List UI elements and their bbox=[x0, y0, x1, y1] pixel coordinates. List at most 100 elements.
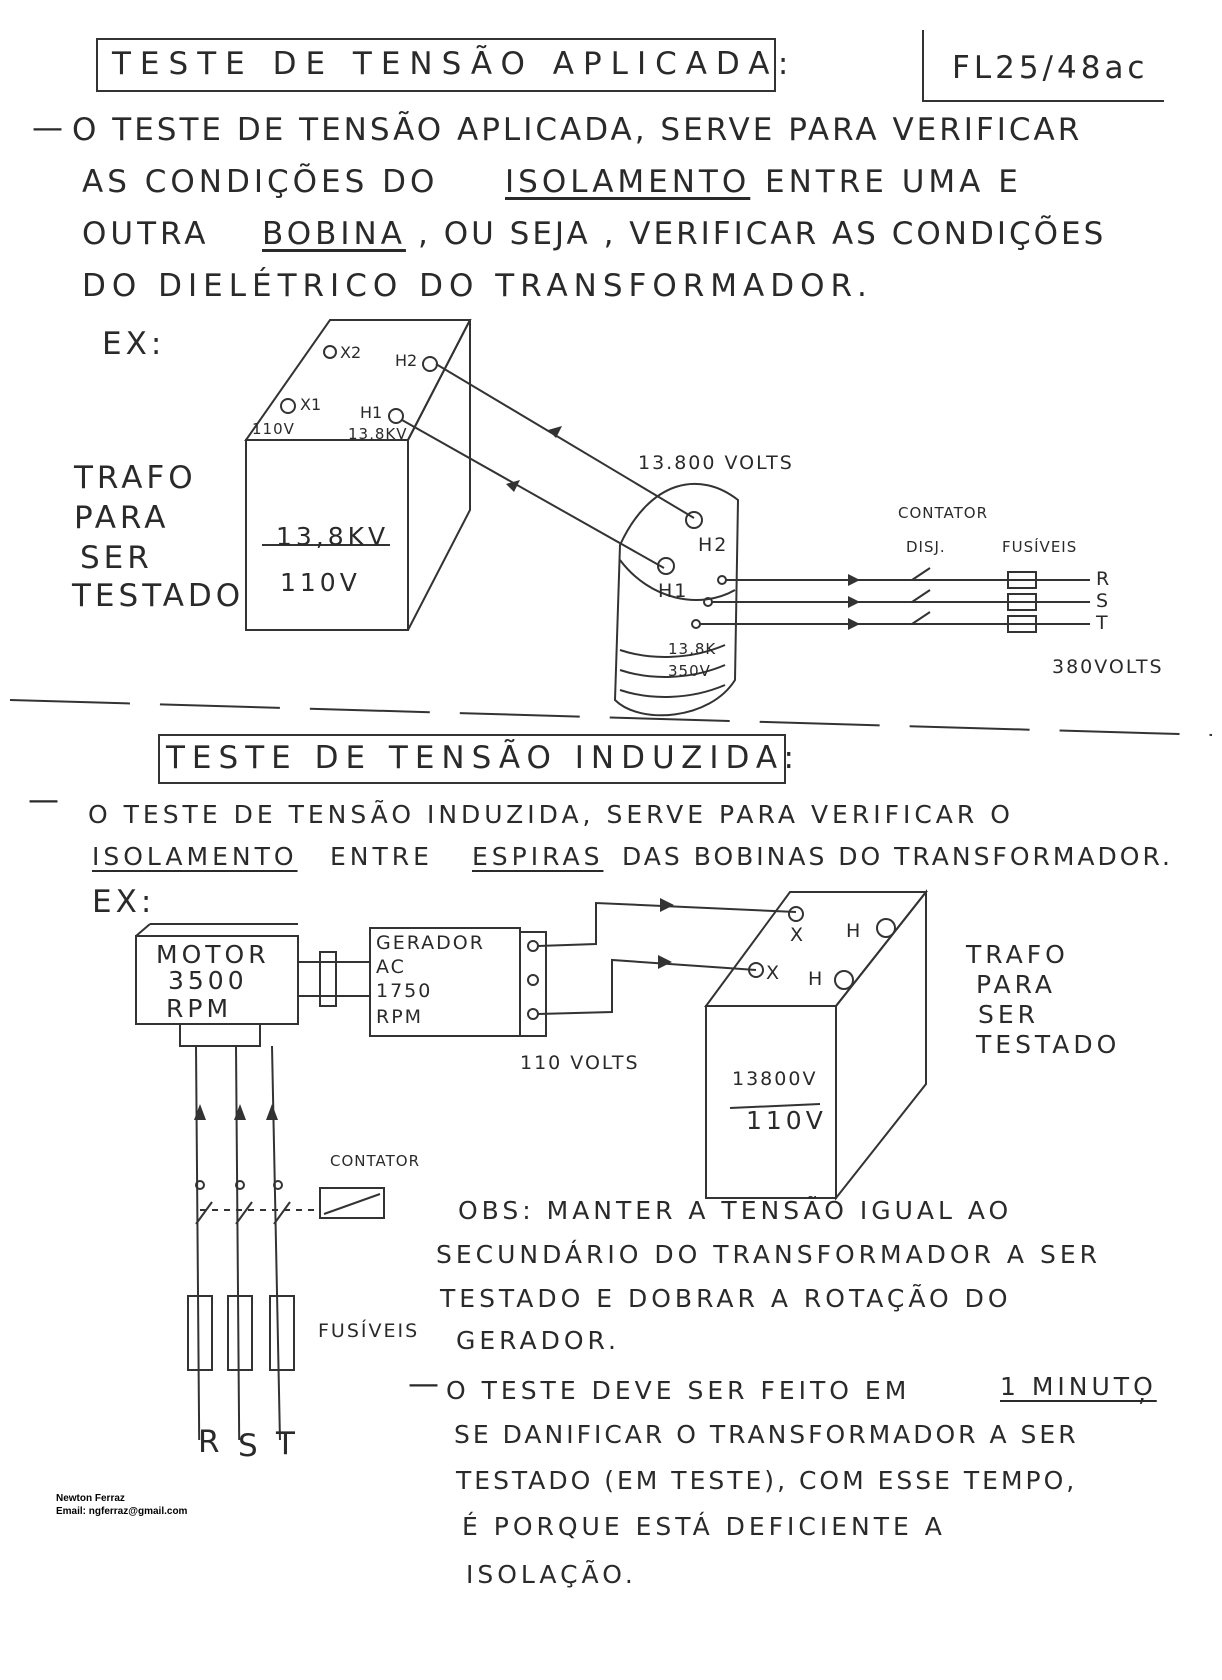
obs-line-2: SECUNDÁRIO DO TRANSFORMADOR A SER bbox=[436, 1240, 1102, 1269]
fuse2-s bbox=[227, 1295, 253, 1371]
trafo2-side bbox=[835, 889, 927, 1201]
section2-ex-label: EX: bbox=[92, 884, 156, 920]
terminal-x1-icon bbox=[280, 398, 296, 414]
test-line-5: ISOLAÇÃO. bbox=[466, 1560, 637, 1589]
section2-side-label-1: TRAFO bbox=[966, 940, 1069, 969]
section1-dash: — bbox=[32, 110, 67, 146]
section1-side-label-2: PARA bbox=[74, 500, 170, 536]
supply-voltage-label: 380VOLTS bbox=[1052, 656, 1164, 678]
section2-dash: — bbox=[28, 782, 63, 818]
trafo2-x1-icon bbox=[788, 906, 804, 922]
fusiveis2-label: FUSÍVEIS bbox=[318, 1320, 420, 1342]
gen-output-x bbox=[537, 901, 797, 947]
lead-h2 bbox=[435, 363, 695, 519]
section1-title-box bbox=[96, 38, 776, 92]
gerador-label-1: GERADOR bbox=[376, 932, 485, 954]
gen-output-h bbox=[537, 958, 757, 1015]
author-name: Newton Ferraz bbox=[56, 1493, 125, 1504]
test-line-1c: , bbox=[1138, 1378, 1150, 1407]
phase2-t-label: T bbox=[276, 1426, 299, 1462]
gerador-label-3: 1750 bbox=[376, 980, 433, 1002]
applied-voltage-diagram: X2 X1 H2 H1 bbox=[9, 319, 1213, 736]
lead-h1 bbox=[401, 419, 665, 569]
section2-side-label-4: TESTADO bbox=[976, 1030, 1121, 1059]
section1-line-3c: , OU SEJA , VERIFICAR AS CONDIÇÕES bbox=[418, 216, 1107, 252]
source-rating-1: 13,8K bbox=[668, 640, 717, 658]
section2-line-2d: DAS BOBINAS DO TRANSFORMADOR. bbox=[622, 842, 1173, 871]
svg-text:H1: H1 bbox=[360, 403, 382, 422]
section1-line-2a: AS CONDIÇÕES DO bbox=[82, 164, 439, 200]
sheet-id-box bbox=[922, 30, 1164, 102]
section2-line-2b: ENTRE bbox=[330, 842, 433, 871]
section1-side-label-1: TRAFO bbox=[74, 460, 197, 496]
source-rating-2: 350V bbox=[668, 662, 711, 680]
source-h2-label: H2 bbox=[698, 534, 729, 556]
section1-line-3a: OUTRA bbox=[82, 216, 210, 252]
source-body bbox=[613, 482, 740, 717]
fuse2-t bbox=[269, 1295, 295, 1371]
source-h1-icon bbox=[657, 557, 675, 575]
phase2-r-label: R bbox=[198, 1424, 224, 1460]
motor-label-3: RPM bbox=[166, 994, 233, 1023]
section2-title-box bbox=[158, 734, 786, 784]
section1-side-label-4: TESTADO bbox=[72, 578, 245, 614]
fuse-s bbox=[1007, 593, 1037, 611]
section2-side-label-3: SER bbox=[978, 1000, 1040, 1029]
phase-s-label: S bbox=[1096, 590, 1111, 612]
trafo2-h2-icon bbox=[834, 970, 854, 990]
obs-line-3: TESTADO E DOBRAR A ROTAÇÃO DO bbox=[440, 1284, 1012, 1313]
h-rating-label: 13,8KV bbox=[348, 425, 408, 443]
trafo2-x2-icon bbox=[748, 962, 764, 978]
bobina-term: BOBINA bbox=[262, 216, 406, 252]
trafo2-terminal-h2: H bbox=[808, 968, 825, 990]
source-h2-icon bbox=[685, 511, 703, 529]
test-line-4: É PORQUE ESTÁ DEFICIENTE A bbox=[462, 1512, 946, 1541]
isolamento-term: ISOLAMENTO bbox=[505, 164, 751, 200]
one-minute-term: 1 MINUTO bbox=[1000, 1372, 1157, 1401]
trafo-box-side bbox=[407, 319, 471, 631]
terminal-h1-icon bbox=[388, 408, 404, 424]
obs-line-4: GERADOR. bbox=[456, 1326, 620, 1355]
contator-label: CONTATOR bbox=[898, 504, 988, 522]
fuse-r bbox=[1007, 571, 1037, 589]
disj-label: DISJ. bbox=[906, 538, 946, 556]
phase-t-label: T bbox=[1096, 612, 1110, 634]
gerador-label-2: AC bbox=[376, 956, 406, 978]
section1-ex-label: EX: bbox=[102, 326, 166, 362]
svg-text:H2: H2 bbox=[395, 351, 417, 370]
trafo2-box-text-1: 13800V bbox=[732, 1068, 818, 1090]
motor-label-1: MOTOR bbox=[156, 940, 270, 969]
test-line-3: TESTADO (EM TESTE), COM ESSE TEMPO, bbox=[456, 1466, 1078, 1495]
sheet-id: FL25/48ac bbox=[952, 50, 1149, 86]
section1-title: TESTE DE TENSÃO APLICADA: bbox=[112, 46, 798, 82]
terminal-x2-icon bbox=[323, 345, 337, 359]
isolamento-term-2: ISOLAMENTO bbox=[92, 842, 298, 871]
fuse2-r bbox=[187, 1295, 213, 1371]
fuse-t bbox=[1007, 615, 1037, 633]
trafo2-terminal-x1: X bbox=[790, 924, 806, 946]
test-line-1a: O TESTE DEVE SER FEITO EM bbox=[446, 1376, 911, 1405]
author-email: Email: ngferraz@gmail.com bbox=[56, 1506, 188, 1517]
contator2-label: CONTATOR bbox=[330, 1152, 420, 1170]
trafo2-box-text-2: 110V bbox=[746, 1106, 827, 1135]
section1-line-1: O TESTE DE TENSÃO APLICADA, SERVE PARA V… bbox=[72, 112, 1083, 148]
section-separator bbox=[9, 699, 1213, 736]
gerador-label-4: RPM bbox=[376, 1006, 424, 1028]
output-voltage-label: 110 VOLTS bbox=[520, 1052, 640, 1074]
phase-r-label: R bbox=[1096, 568, 1112, 590]
section1-line-4: DO DIELÉTRICO DO TRANSFORMADOR. bbox=[82, 268, 873, 304]
contator-coil bbox=[319, 1187, 385, 1219]
section2-title: TESTE DE TENSÃO INDUZIDA: bbox=[166, 740, 801, 776]
trafo2-front bbox=[705, 1005, 837, 1199]
voltage-label: 13.800 VOLTS bbox=[638, 452, 794, 474]
trafo-box-text-1: 13,8KV bbox=[276, 522, 390, 551]
x-rating-label: 110V bbox=[252, 420, 295, 438]
svg-text:X2: X2 bbox=[340, 343, 361, 362]
test-dash: — bbox=[408, 1366, 443, 1402]
fusiveis-label: FUSÍVEIS bbox=[1002, 538, 1078, 556]
section1-line-2c: ENTRE UMA E bbox=[765, 164, 1022, 200]
trafo-box-text-2: 110V bbox=[280, 568, 361, 597]
section2-side-label-2: PARA bbox=[976, 970, 1057, 999]
trafo2-terminal-x2: X bbox=[766, 962, 782, 984]
